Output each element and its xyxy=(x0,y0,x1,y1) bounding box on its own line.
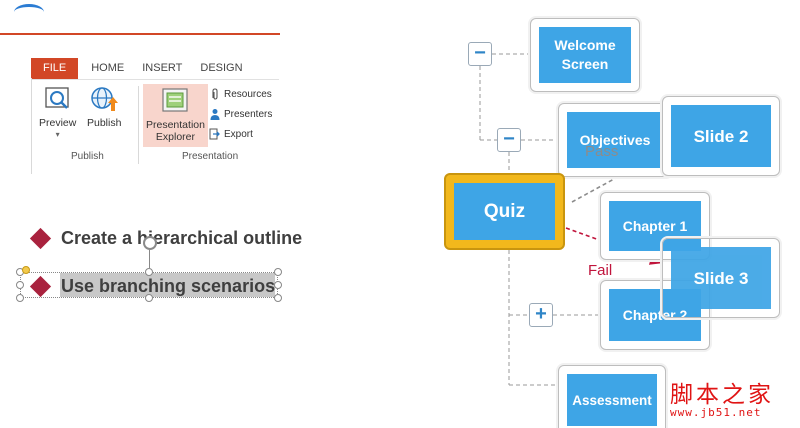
export-button[interactable]: Export xyxy=(209,125,253,143)
app-logo-arc xyxy=(14,4,44,20)
node-assessment-label: Assessment xyxy=(567,374,657,426)
bullet-text-1: Create a hierarchical outline xyxy=(61,228,303,248)
export-icon xyxy=(209,128,220,140)
resize-handle-br[interactable] xyxy=(274,294,282,302)
resize-handle-l[interactable] xyxy=(16,281,24,289)
bullet-item-2[interactable]: Use branching scenarios xyxy=(29,275,276,298)
collapse-toggle-2[interactable]: − xyxy=(497,128,521,152)
ribbon-left-border xyxy=(31,78,32,174)
presentation-explorer-label-1: Presentation xyxy=(146,119,205,131)
paperclip-icon xyxy=(209,88,220,100)
node-quiz[interactable]: Quiz xyxy=(444,173,565,250)
preview-dropdown-icon: ▾ xyxy=(55,130,60,139)
presentation-group-label: Presentation xyxy=(182,151,239,162)
presenters-label: Presenters xyxy=(224,108,273,120)
ribbon-tabs: FILE HOME INSERT DESIGN xyxy=(31,58,252,79)
resize-handle-t[interactable] xyxy=(145,268,153,276)
person-icon xyxy=(209,108,220,120)
presentation-explorer-label-2: Explorer xyxy=(155,131,196,143)
ribbon-panel: Preview ▾ Publish Publish Presentation E xyxy=(31,78,279,174)
tab-design[interactable]: DESIGN xyxy=(200,62,243,74)
tab-file[interactable]: FILE xyxy=(31,58,79,79)
rotate-handle-stem xyxy=(149,250,150,268)
watermark-url: www.jb51.net xyxy=(670,406,762,419)
node-slide-2[interactable]: Slide 2 xyxy=(662,96,780,176)
resources-button[interactable]: Resources xyxy=(209,85,272,103)
resize-handle-tr[interactable] xyxy=(274,268,282,276)
node-objectives-label: Objectives xyxy=(567,112,663,168)
text-selection-highlight xyxy=(60,273,275,297)
node-quiz-label: Quiz xyxy=(454,183,555,240)
resize-handle-bl[interactable] xyxy=(16,294,24,302)
presentation-explorer-button[interactable]: Presentation Explorer xyxy=(143,84,208,147)
magnifier-icon xyxy=(41,84,75,114)
collapse-toggle-1[interactable]: − xyxy=(468,42,492,66)
resize-handle-b[interactable] xyxy=(145,294,153,302)
node-slide-3-label: Slide 3 xyxy=(671,247,771,309)
resources-label: Resources xyxy=(224,88,272,100)
publish-button[interactable]: Publish xyxy=(87,84,121,129)
expand-toggle[interactable]: + xyxy=(529,303,553,327)
node-welcome-screen[interactable]: Welcome Screen xyxy=(530,18,640,92)
node-slide-2-label: Slide 2 xyxy=(671,105,771,167)
node-slide-3[interactable]: Slide 3 xyxy=(662,238,780,318)
tab-home[interactable]: HOME xyxy=(91,62,125,74)
node-objectives[interactable]: Objectives xyxy=(558,103,672,177)
preview-label: Preview xyxy=(39,117,77,129)
tab-insert[interactable]: INSERT xyxy=(142,62,183,74)
export-label: Export xyxy=(224,128,253,140)
node-chapter-1[interactable]: Chapter 1 xyxy=(600,192,710,260)
resize-handle-r[interactable] xyxy=(274,281,282,289)
bullet-text-2: Use branching scenarios xyxy=(61,276,276,296)
node-assessment[interactable]: Assessment xyxy=(558,365,666,428)
bullet-item-1[interactable]: Create a hierarchical outline xyxy=(29,227,303,250)
title-bar-rule xyxy=(0,33,280,35)
fail-label: Fail xyxy=(588,262,613,279)
adjust-handle[interactable] xyxy=(22,266,30,274)
node-chapter-1-label: Chapter 1 xyxy=(609,201,701,251)
group-separator xyxy=(138,86,139,164)
presentation-explorer-icon xyxy=(158,86,192,116)
globe-publish-icon xyxy=(87,84,121,114)
preview-button[interactable]: Preview ▾ xyxy=(39,84,76,141)
watermark-text: 脚本之家 xyxy=(670,382,774,408)
rotate-handle-icon[interactable] xyxy=(143,236,157,250)
presenters-button[interactable]: Presenters xyxy=(209,105,272,123)
pass-label: Pass xyxy=(585,143,619,160)
publish-group-label: Publish xyxy=(71,151,104,162)
publish-label: Publish xyxy=(87,117,122,129)
node-welcome-label: Welcome Screen xyxy=(539,27,631,83)
